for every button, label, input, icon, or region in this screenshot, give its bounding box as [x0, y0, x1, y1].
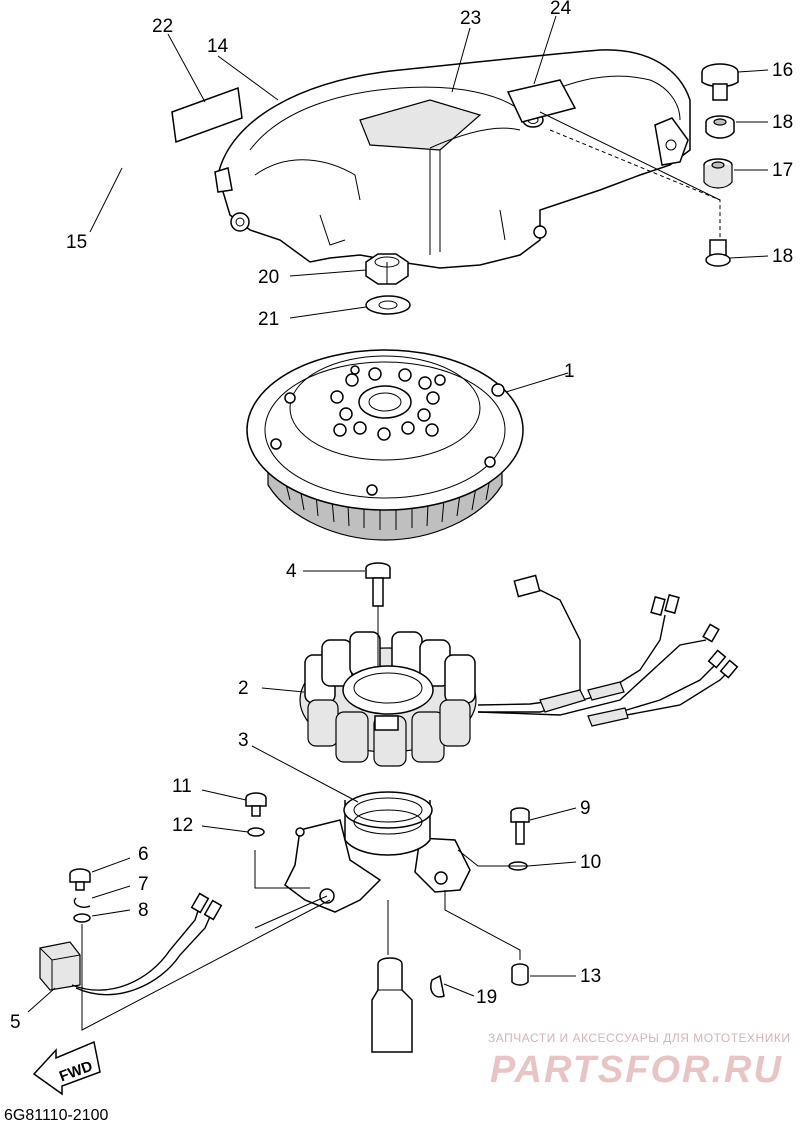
crankshaft — [371, 900, 413, 1053]
callout-24: 24 — [550, 0, 572, 19]
sensor-5 — [39, 892, 223, 996]
diagram-code: 6G81110-2100 — [4, 1107, 108, 1124]
knob-16 — [701, 63, 739, 101]
flywheel-cover — [214, 49, 691, 269]
callout-2: 2 — [238, 678, 249, 699]
woodruff-key-19 — [430, 974, 445, 998]
screw-11 — [245, 792, 267, 817]
label-sticker-22 — [171, 86, 243, 144]
grommet-18-upper — [705, 115, 735, 139]
bolt-9 — [510, 807, 530, 845]
callout-15: 15 — [66, 232, 87, 253]
callout-6: 6 — [138, 844, 149, 865]
bolt-4 — [365, 562, 391, 607]
callout-4: 4 — [286, 561, 297, 582]
stator-wire-harness — [477, 574, 739, 727]
callout-20: 20 — [258, 267, 279, 288]
callout-3: 3 — [238, 730, 249, 751]
watermark-brand: PARTSFOR.RU — [490, 1049, 783, 1091]
callout-14: 14 — [207, 36, 229, 57]
washer-21 — [365, 295, 411, 315]
callout-23: 23 — [460, 8, 481, 29]
callout-9: 9 — [580, 798, 591, 819]
circlip-7 — [73, 897, 91, 908]
grommet-17 — [703, 158, 733, 189]
watermark-tagline: ЗАПЧАСТИ И АКСЕССУАРЫ ДЛЯ МОТОТЕХНИКИ — [488, 1031, 790, 1045]
flywheel-nut-20 — [365, 253, 409, 285]
callout-22: 22 — [152, 16, 173, 37]
callout-10: 10 — [580, 852, 601, 873]
screw-6 — [69, 868, 91, 891]
collar-13 — [511, 963, 529, 986]
callout-5: 5 — [10, 1012, 21, 1033]
callout-16: 16 — [772, 60, 793, 81]
washer-12 — [247, 827, 265, 837]
stator-2 — [299, 631, 477, 767]
fwd-direction-arrow: FWD — [32, 1040, 101, 1096]
callout-7: 7 — [138, 874, 149, 895]
callout-17: 17 — [772, 160, 793, 181]
callout-12: 12 — [172, 815, 193, 836]
callout-13: 13 — [580, 966, 601, 987]
callout-8: 8 — [138, 900, 149, 921]
watermark: ЗАПЧАСТИ И АКСЕССУАРЫ ДЛЯ МОТОТЕХНИКИ PA… — [488, 1031, 790, 1091]
callout-1: 1 — [564, 361, 575, 382]
leader-lines — [27, 15, 769, 1031]
breather-hose — [68, 96, 176, 182]
label-sticker-24 — [506, 79, 577, 123]
collar-18-lower — [705, 239, 731, 267]
flywheel-1 — [246, 349, 524, 541]
callout-numbers: 1 2 3 4 5 6 7 8 9 10 11 12 13 14 15 16 1… — [10, 0, 793, 1033]
callout-21: 21 — [258, 309, 279, 330]
callout-18-upper: 18 — [772, 112, 793, 133]
stator-base-3 — [284, 791, 471, 913]
callout-18-lower: 18 — [772, 246, 793, 267]
callout-11: 11 — [172, 776, 192, 797]
washer-8 — [73, 913, 91, 923]
callout-19: 19 — [476, 987, 497, 1008]
